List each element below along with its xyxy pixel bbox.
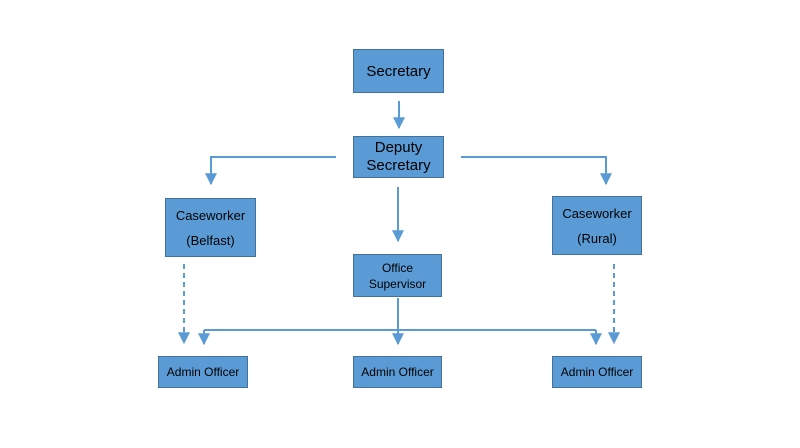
node-admin-officer-2-label: Admin Officer (361, 365, 434, 379)
node-secretary: Secretary (353, 49, 444, 93)
node-secretary-label: Secretary (366, 62, 431, 80)
node-admin-officer-3-label: Admin Officer (560, 365, 634, 379)
connector-deputy-caseworker-belfast (205, 156, 336, 186)
node-admin-officer-1: Admin Officer (158, 356, 248, 388)
node-deputy-label-line1: Deputy (374, 139, 423, 156)
node-deputy-label-line2: Secretary (366, 157, 431, 174)
node-caseworker-belfast: Caseworker (Belfast) (165, 198, 256, 257)
node-deputy-secretary: Deputy Secretary (353, 136, 444, 178)
node-caseworker-belfast-line2: (Belfast) (186, 232, 235, 248)
node-supervisor-line2: Supervisor (368, 276, 427, 291)
node-admin-officer-1-label: Admin Officer (166, 365, 240, 379)
node-caseworker-rural-line1: Caseworker (562, 205, 632, 221)
node-caseworker-rural-line2: (Rural) (577, 230, 617, 246)
node-office-supervisor: Office Supervisor (353, 254, 442, 297)
connector-deputy-caseworker-rural (461, 156, 612, 186)
node-supervisor-line1: Office (381, 260, 414, 275)
node-admin-officer-3: Admin Officer (552, 356, 642, 388)
node-caseworker-rural: Caseworker (Rural) (552, 196, 642, 255)
node-caseworker-belfast-line1: Caseworker (175, 207, 246, 223)
node-admin-officer-2: Admin Officer (353, 356, 442, 388)
